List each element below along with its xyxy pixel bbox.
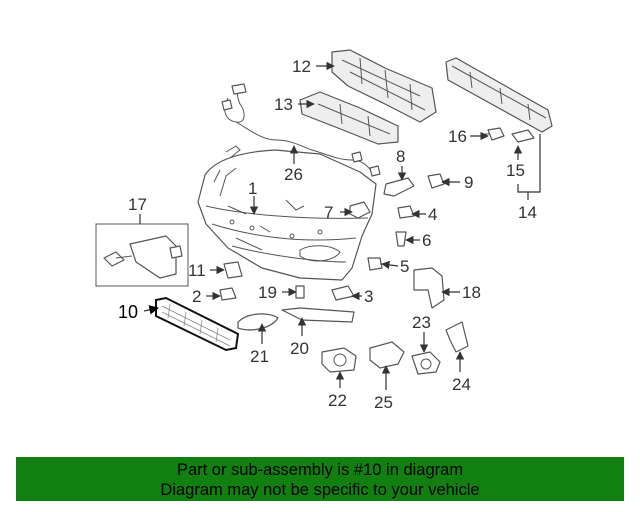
- label-7: 7: [324, 203, 333, 222]
- part-22-fog-lamp: [321, 347, 357, 373]
- part-2-clip: [219, 287, 237, 301]
- label-9: 9: [464, 173, 473, 192]
- part-15-bracket: [511, 129, 535, 143]
- info-banner: Part or sub-assembly is #10 in diagram D…: [16, 457, 624, 501]
- label-4: 4: [428, 205, 437, 224]
- callout-labels: 12 13 16 15 14 8 9 26 1 7 4 17 6 5 11 18…: [118, 57, 537, 412]
- part-11-tow-cap: [223, 261, 243, 279]
- label-26: 26: [284, 165, 303, 184]
- part-18-bracket: [413, 267, 445, 309]
- label-3: 3: [364, 287, 373, 306]
- label-11: 11: [188, 261, 206, 280]
- part-12-energy-absorber: [331, 49, 437, 123]
- parts-diagram: 12 13 16 15 14 8 9 26 1 7 4 17 6 5 11 18…: [95, 49, 553, 412]
- part-4-nut: [397, 205, 415, 219]
- part-20-spoiler: [281, 307, 355, 323]
- part-8-bracket: [383, 177, 415, 197]
- part-1-bumper-cover: [197, 145, 377, 281]
- label-5: 5: [400, 257, 409, 276]
- part-19-clip: [295, 285, 305, 299]
- banner-line-1: Part or sub-assembly is #10 in diagram: [176, 461, 464, 479]
- part-16-bolt: [482, 127, 505, 141]
- label-19: 19: [258, 283, 277, 302]
- part-9-clip: [427, 173, 445, 189]
- part-13-absorber: [299, 91, 399, 145]
- label-12: 12: [292, 57, 311, 76]
- label-23: 23: [412, 313, 431, 332]
- label-15: 15: [506, 161, 525, 180]
- part-6-screw: [395, 231, 407, 247]
- label-1: 1: [248, 179, 257, 198]
- part-23-sensor: [411, 351, 441, 375]
- label-24: 24: [452, 375, 471, 394]
- part-10-lower-grille: [155, 296, 240, 352]
- label-2: 2: [192, 287, 201, 306]
- label-20: 20: [290, 339, 309, 358]
- part-21-bezel: [237, 313, 279, 331]
- label-10: 10: [118, 302, 138, 322]
- label-17: 17: [128, 195, 147, 214]
- part-3-bracket: [331, 285, 355, 301]
- label-22: 22: [328, 391, 347, 410]
- leader-lines: [139, 61, 541, 390]
- label-21: 21: [250, 347, 269, 366]
- part-25-bracket: [369, 341, 405, 369]
- label-25: 25: [374, 393, 393, 412]
- part-14-reinforcement: [445, 57, 553, 133]
- label-13: 13: [274, 95, 293, 114]
- label-8: 8: [396, 147, 405, 166]
- label-18: 18: [462, 283, 481, 302]
- part-26-wiring-harness: [221, 83, 381, 177]
- label-16: 16: [448, 127, 467, 146]
- part-17-bracket-assembly: [95, 223, 189, 287]
- label-14: 14: [518, 203, 537, 222]
- label-6: 6: [422, 231, 431, 250]
- part-24-bracket: [445, 321, 469, 353]
- banner-line-2: Diagram may not be specific to your vehi…: [160, 481, 480, 499]
